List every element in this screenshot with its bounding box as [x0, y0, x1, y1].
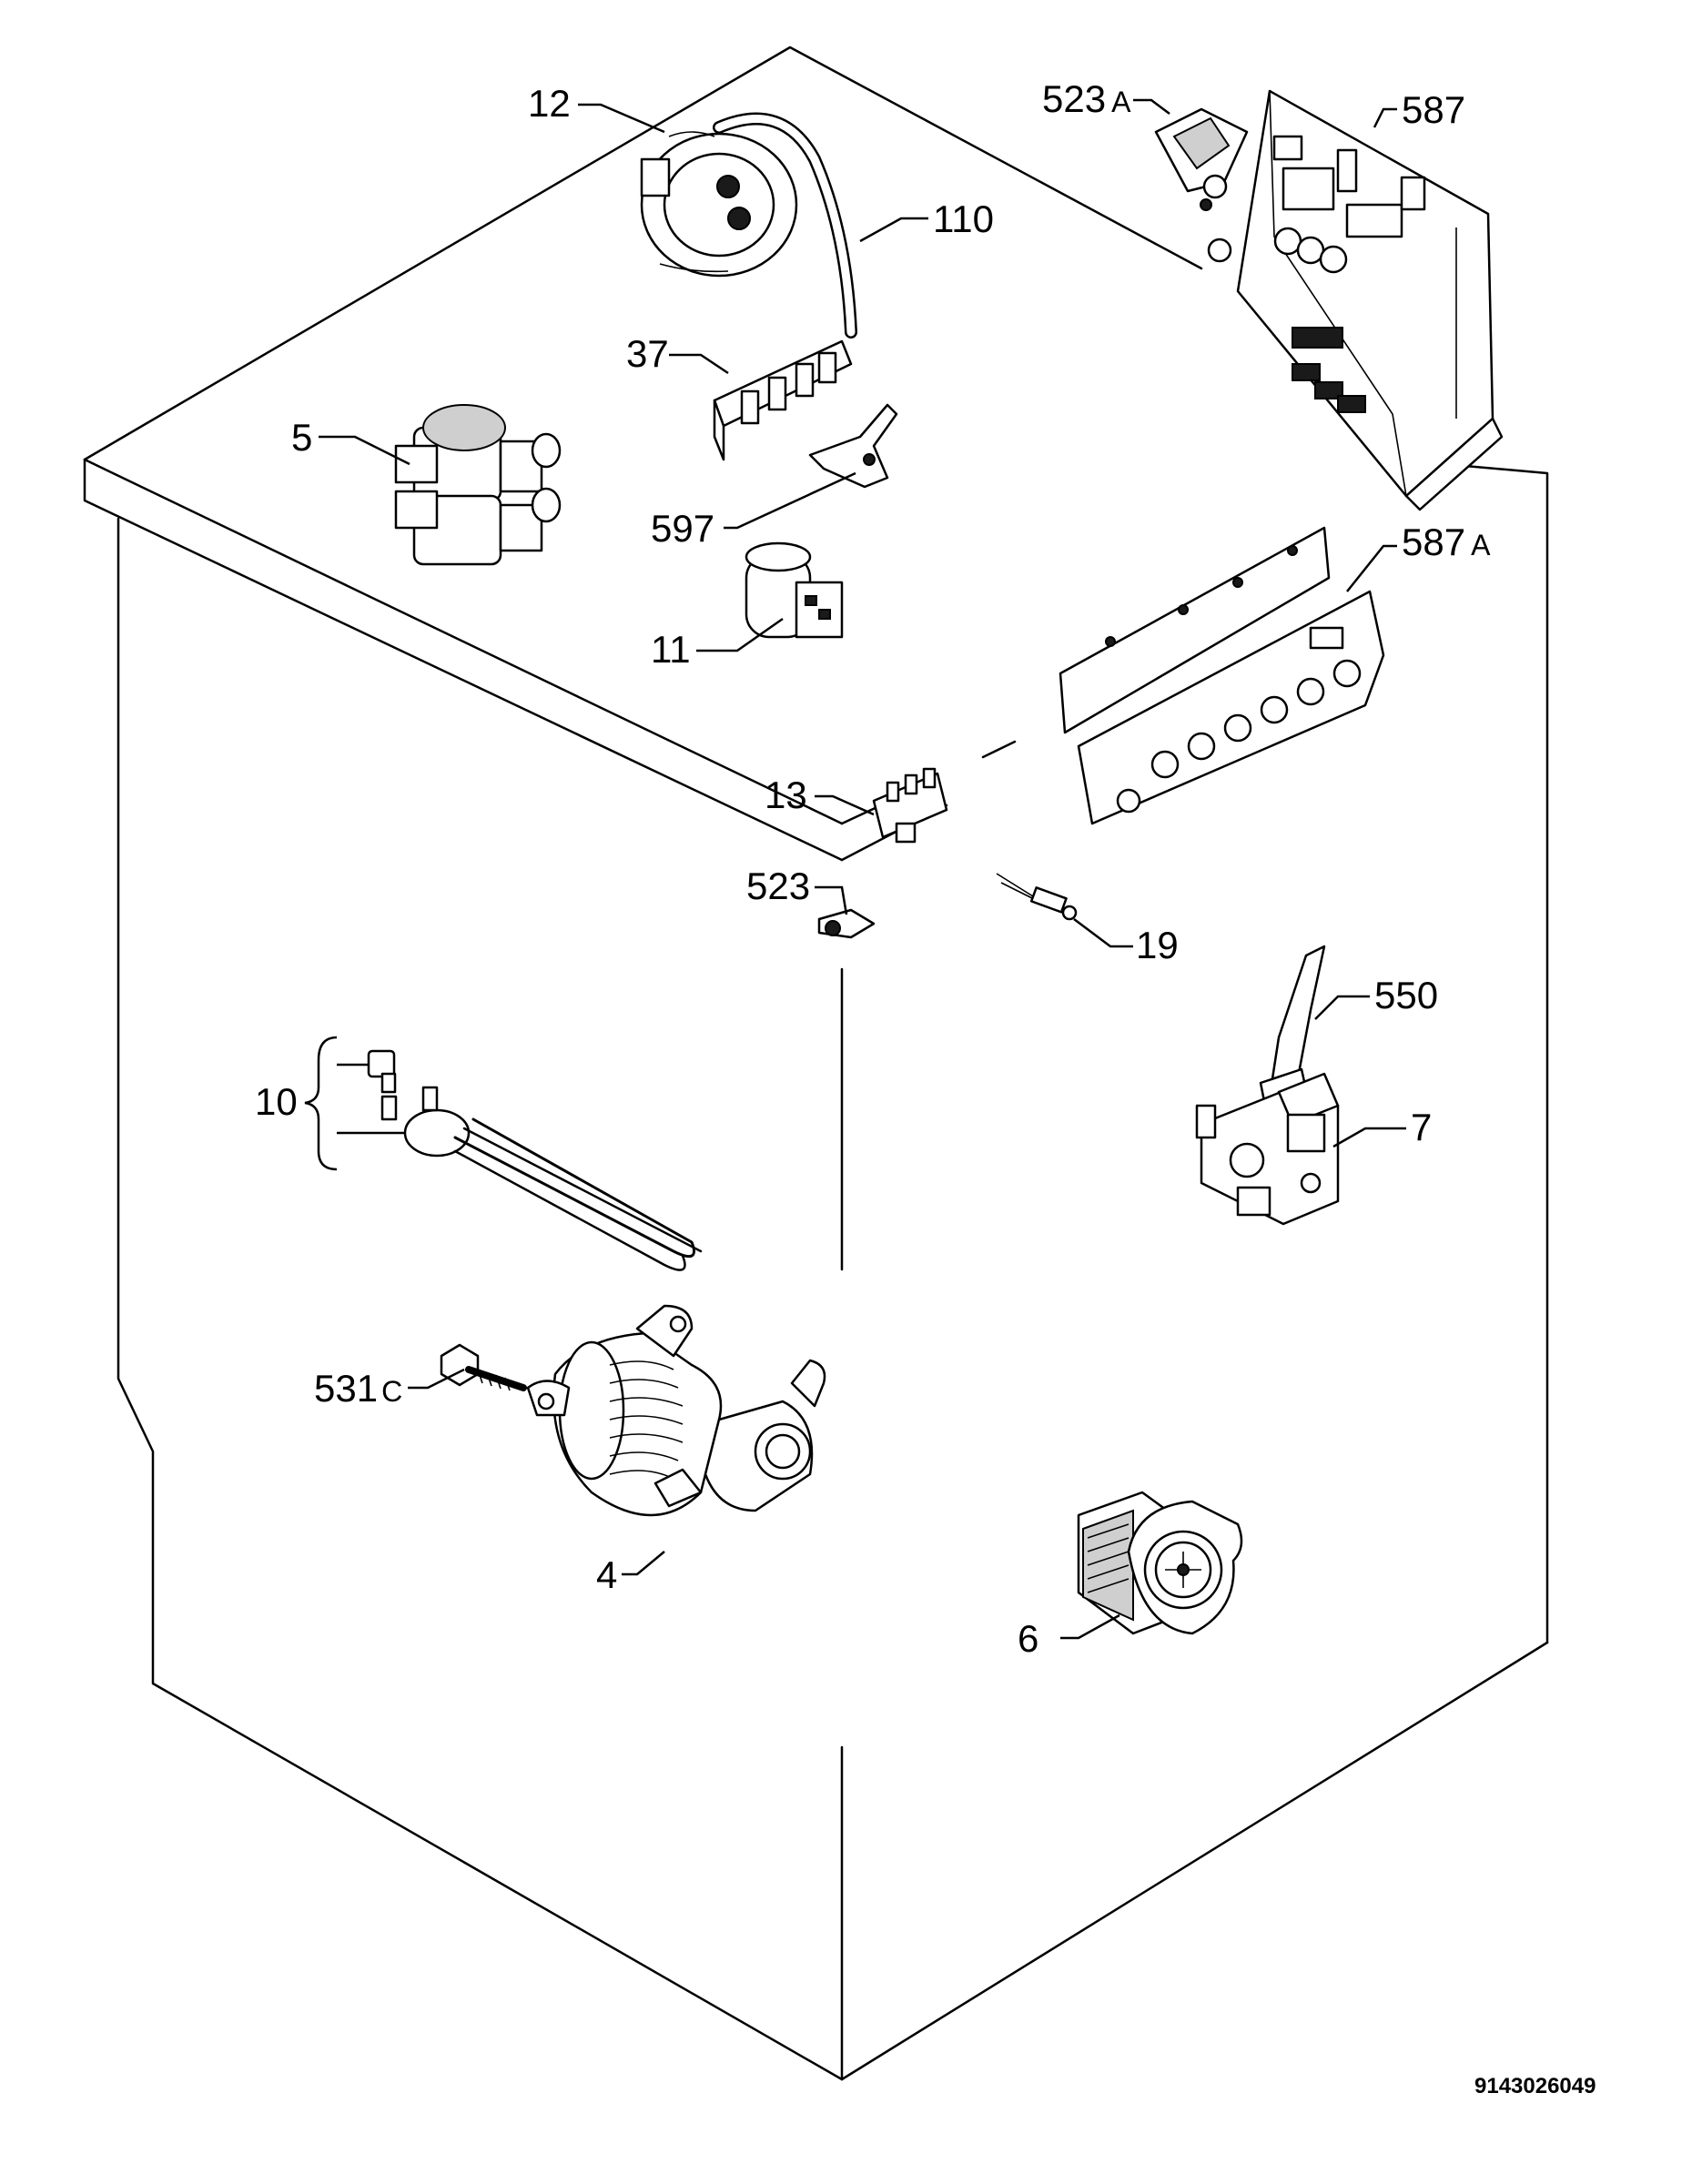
- drain-pump: [526, 1304, 826, 1517]
- label-part-550: 550: [1374, 974, 1438, 1016]
- knob: [1154, 107, 1249, 211]
- label-part-587: 587: [1402, 88, 1465, 131]
- label-part-6: 6: [1018, 1617, 1038, 1660]
- screw: [440, 1343, 527, 1391]
- pressure-hose: [713, 112, 857, 339]
- label-part-4: 4: [596, 1553, 617, 1596]
- label-part-13: 13: [765, 774, 807, 816]
- drain-filter-pump: [1077, 1491, 1243, 1635]
- label-part-597: 597: [651, 507, 714, 550]
- clamp: [808, 403, 898, 489]
- label-part-10: 10: [255, 1080, 298, 1123]
- label-part-110: 110: [933, 197, 994, 240]
- temperature-sensor: [996, 873, 1078, 921]
- heating-element: [367, 1049, 703, 1271]
- label-part-11: 11: [651, 628, 691, 671]
- label-part-5: 5: [291, 416, 312, 459]
- connector: [872, 767, 948, 844]
- label-part-19: 19: [1136, 924, 1179, 966]
- pressure-switch: [640, 131, 798, 278]
- label-part-523: 523: [746, 864, 810, 907]
- electronic-module: [1207, 89, 1504, 511]
- interference-filter: [745, 541, 844, 639]
- label-part-12: 12: [528, 82, 571, 125]
- control-panel-board: [1059, 526, 1385, 825]
- leader-lines: [304, 98, 1406, 1640]
- label-part-37: 37: [626, 332, 669, 375]
- clip: [817, 908, 876, 939]
- solenoid-valve: [394, 404, 562, 566]
- terminal-block: [713, 339, 853, 461]
- document-id: 9143026049: [1474, 2074, 1596, 2098]
- door-lock: [1195, 1072, 1340, 1226]
- label-part-7: 7: [1411, 1106, 1432, 1148]
